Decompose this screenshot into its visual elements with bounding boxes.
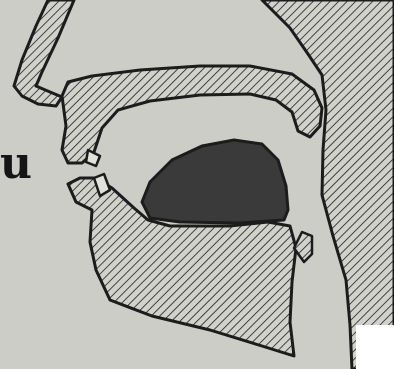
vowel-label: u bbox=[0, 142, 32, 186]
page-margin bbox=[356, 325, 394, 369]
